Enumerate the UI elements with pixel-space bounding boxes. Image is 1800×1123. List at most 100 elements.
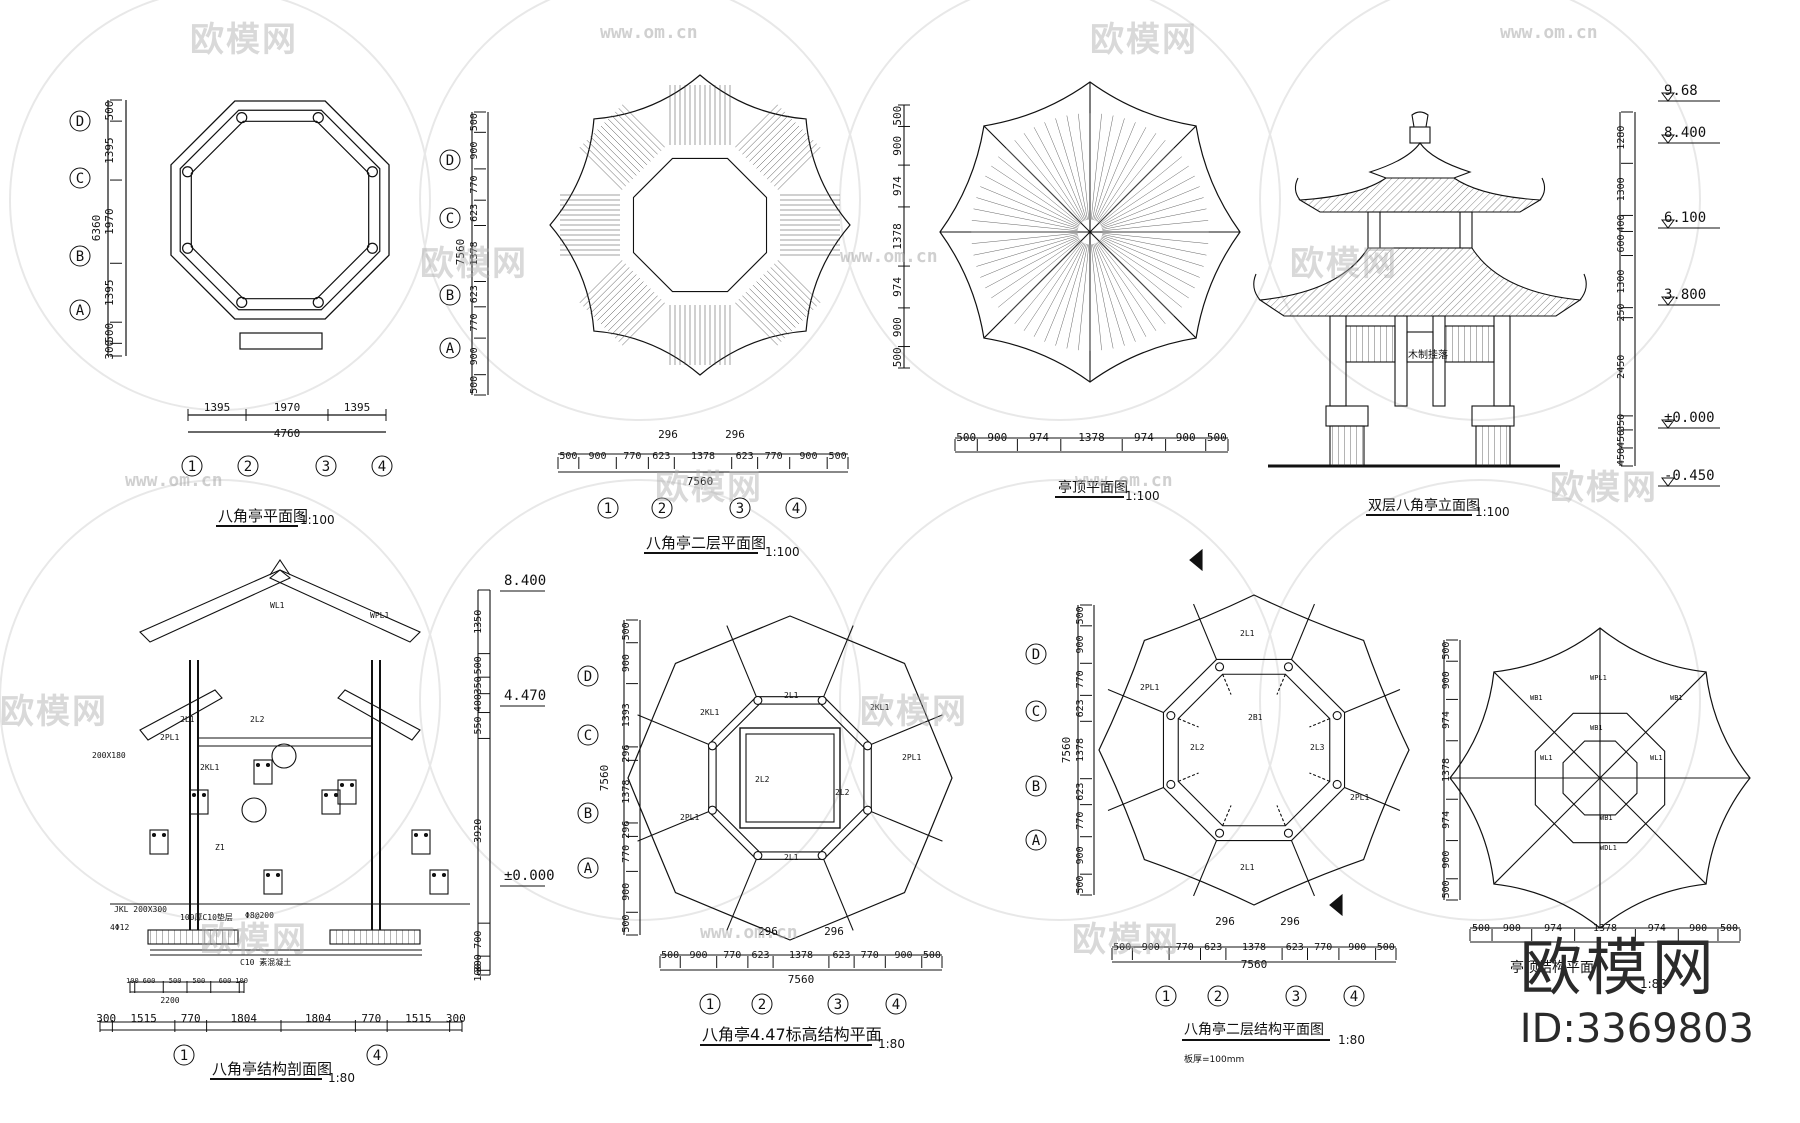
dimension-label: 770 xyxy=(469,313,480,331)
beam-label: 2KL1 xyxy=(700,708,719,717)
tile-line xyxy=(777,147,821,190)
rebar xyxy=(431,872,437,878)
axis-bubble xyxy=(751,993,773,1015)
dimension-label: 450 xyxy=(1616,430,1627,448)
dimension-label: 770 xyxy=(623,451,641,462)
dimension-label: 1378 xyxy=(621,780,632,804)
section-label: JKL 200X300 xyxy=(114,905,167,914)
rafter-line xyxy=(1033,242,1085,337)
tile-line xyxy=(597,129,641,173)
cantilever-beam xyxy=(637,714,709,745)
rafter-line xyxy=(971,220,1078,232)
rebar xyxy=(255,762,261,768)
axis-label: A xyxy=(76,303,85,319)
secondary-beam xyxy=(1309,772,1330,782)
rebar xyxy=(151,832,157,838)
beam-label: 2L1 xyxy=(784,691,799,700)
rafter-line xyxy=(1097,241,1166,324)
section-label: 100厚C10垫层 xyxy=(180,912,233,922)
dimension-label: 623 xyxy=(1204,942,1222,953)
dimension-label: 770 xyxy=(1075,670,1086,688)
dimension-label: 100 xyxy=(126,977,139,985)
watermark-logo: 欧模网 xyxy=(0,692,108,732)
dimension-label: 7560 xyxy=(598,765,611,792)
rafter-line xyxy=(991,238,1080,299)
beam-label: 2L2 xyxy=(755,775,770,784)
dimension-label: 300 xyxy=(473,954,484,972)
rafter-line xyxy=(973,234,1078,256)
rafter-line xyxy=(976,197,1079,229)
column-circle xyxy=(707,741,717,751)
axis-label: C xyxy=(584,728,592,744)
dimension-label: 623 xyxy=(469,285,480,303)
v4-title: 双层八角亭立面图 xyxy=(1368,497,1480,514)
dimension-label: 296 xyxy=(1215,915,1235,928)
ring-beam xyxy=(1534,712,1666,844)
dimension-label: 7560 xyxy=(687,475,714,488)
v4-label: 木制挂落 xyxy=(1408,348,1448,361)
section-label: 4Φ12 xyxy=(110,923,129,932)
tile-line xyxy=(738,108,782,151)
axis-label: 2 xyxy=(1214,989,1222,1005)
dimension-label: 1395 xyxy=(103,137,116,164)
section-label: 2L2 xyxy=(250,715,265,724)
detail-circle xyxy=(241,797,267,823)
beam-section xyxy=(149,829,169,855)
rafter-line xyxy=(1078,244,1090,351)
rebar xyxy=(161,832,167,838)
dimension-label: 1378 xyxy=(1242,942,1266,953)
axis-bubble xyxy=(1285,985,1307,1007)
axis-label: 1 xyxy=(604,501,612,517)
column-circle xyxy=(236,296,248,308)
tile-line xyxy=(770,267,814,311)
tile-line xyxy=(774,263,817,307)
dimension-label: 500 xyxy=(1441,880,1452,898)
rafter-line xyxy=(1101,186,1200,228)
ridge-beam xyxy=(1599,671,1707,779)
level-label: 6.100 xyxy=(1664,210,1706,226)
axis-bubble xyxy=(1025,643,1047,665)
axis-label: 2 xyxy=(758,997,766,1013)
column-circle xyxy=(817,695,827,705)
secondary-beam xyxy=(1276,674,1286,695)
dimension-label: 1350 xyxy=(473,610,484,634)
level-label: ±0.000 xyxy=(1664,410,1715,426)
dimension-label: 1970 xyxy=(103,208,116,235)
dimension-label: 900 xyxy=(621,883,632,901)
cantilever-beam xyxy=(637,811,709,842)
tile-line xyxy=(770,139,814,183)
tile-line xyxy=(766,270,810,314)
rafter-line xyxy=(971,232,1078,244)
tile-line xyxy=(593,274,637,318)
tile-line xyxy=(742,111,786,155)
axis-bubble xyxy=(371,455,393,477)
dimension-label: 900 xyxy=(987,431,1007,444)
axis-label: D xyxy=(584,669,592,685)
dimension-label: 250 xyxy=(1616,304,1627,322)
rebar xyxy=(265,872,271,878)
tile-line xyxy=(604,284,648,328)
axis-bubble xyxy=(1025,700,1047,722)
rebar xyxy=(423,832,429,838)
section-label: 2PL1 xyxy=(160,733,179,742)
dimension-label: 7560 xyxy=(1241,958,1268,971)
column-circle xyxy=(753,695,763,705)
view-roof-structure xyxy=(1443,627,1751,943)
column-circle xyxy=(366,166,378,178)
tile-line xyxy=(611,291,655,335)
dimension-label: 1395 xyxy=(204,401,231,414)
tile-line xyxy=(766,136,810,180)
rafter-line xyxy=(1005,240,1082,317)
tile-line xyxy=(593,132,637,176)
rafter-line xyxy=(1090,244,1102,351)
tile-line xyxy=(763,274,807,318)
secondary-beam xyxy=(1222,805,1232,826)
axis-bubble xyxy=(69,245,91,267)
tile-line xyxy=(600,281,644,325)
dimension-label: 300 xyxy=(103,340,116,360)
rafter-line xyxy=(1044,122,1086,221)
tile-line xyxy=(604,122,648,166)
beam-label: WPL1 xyxy=(1590,674,1607,682)
axis-bubble xyxy=(577,724,599,746)
